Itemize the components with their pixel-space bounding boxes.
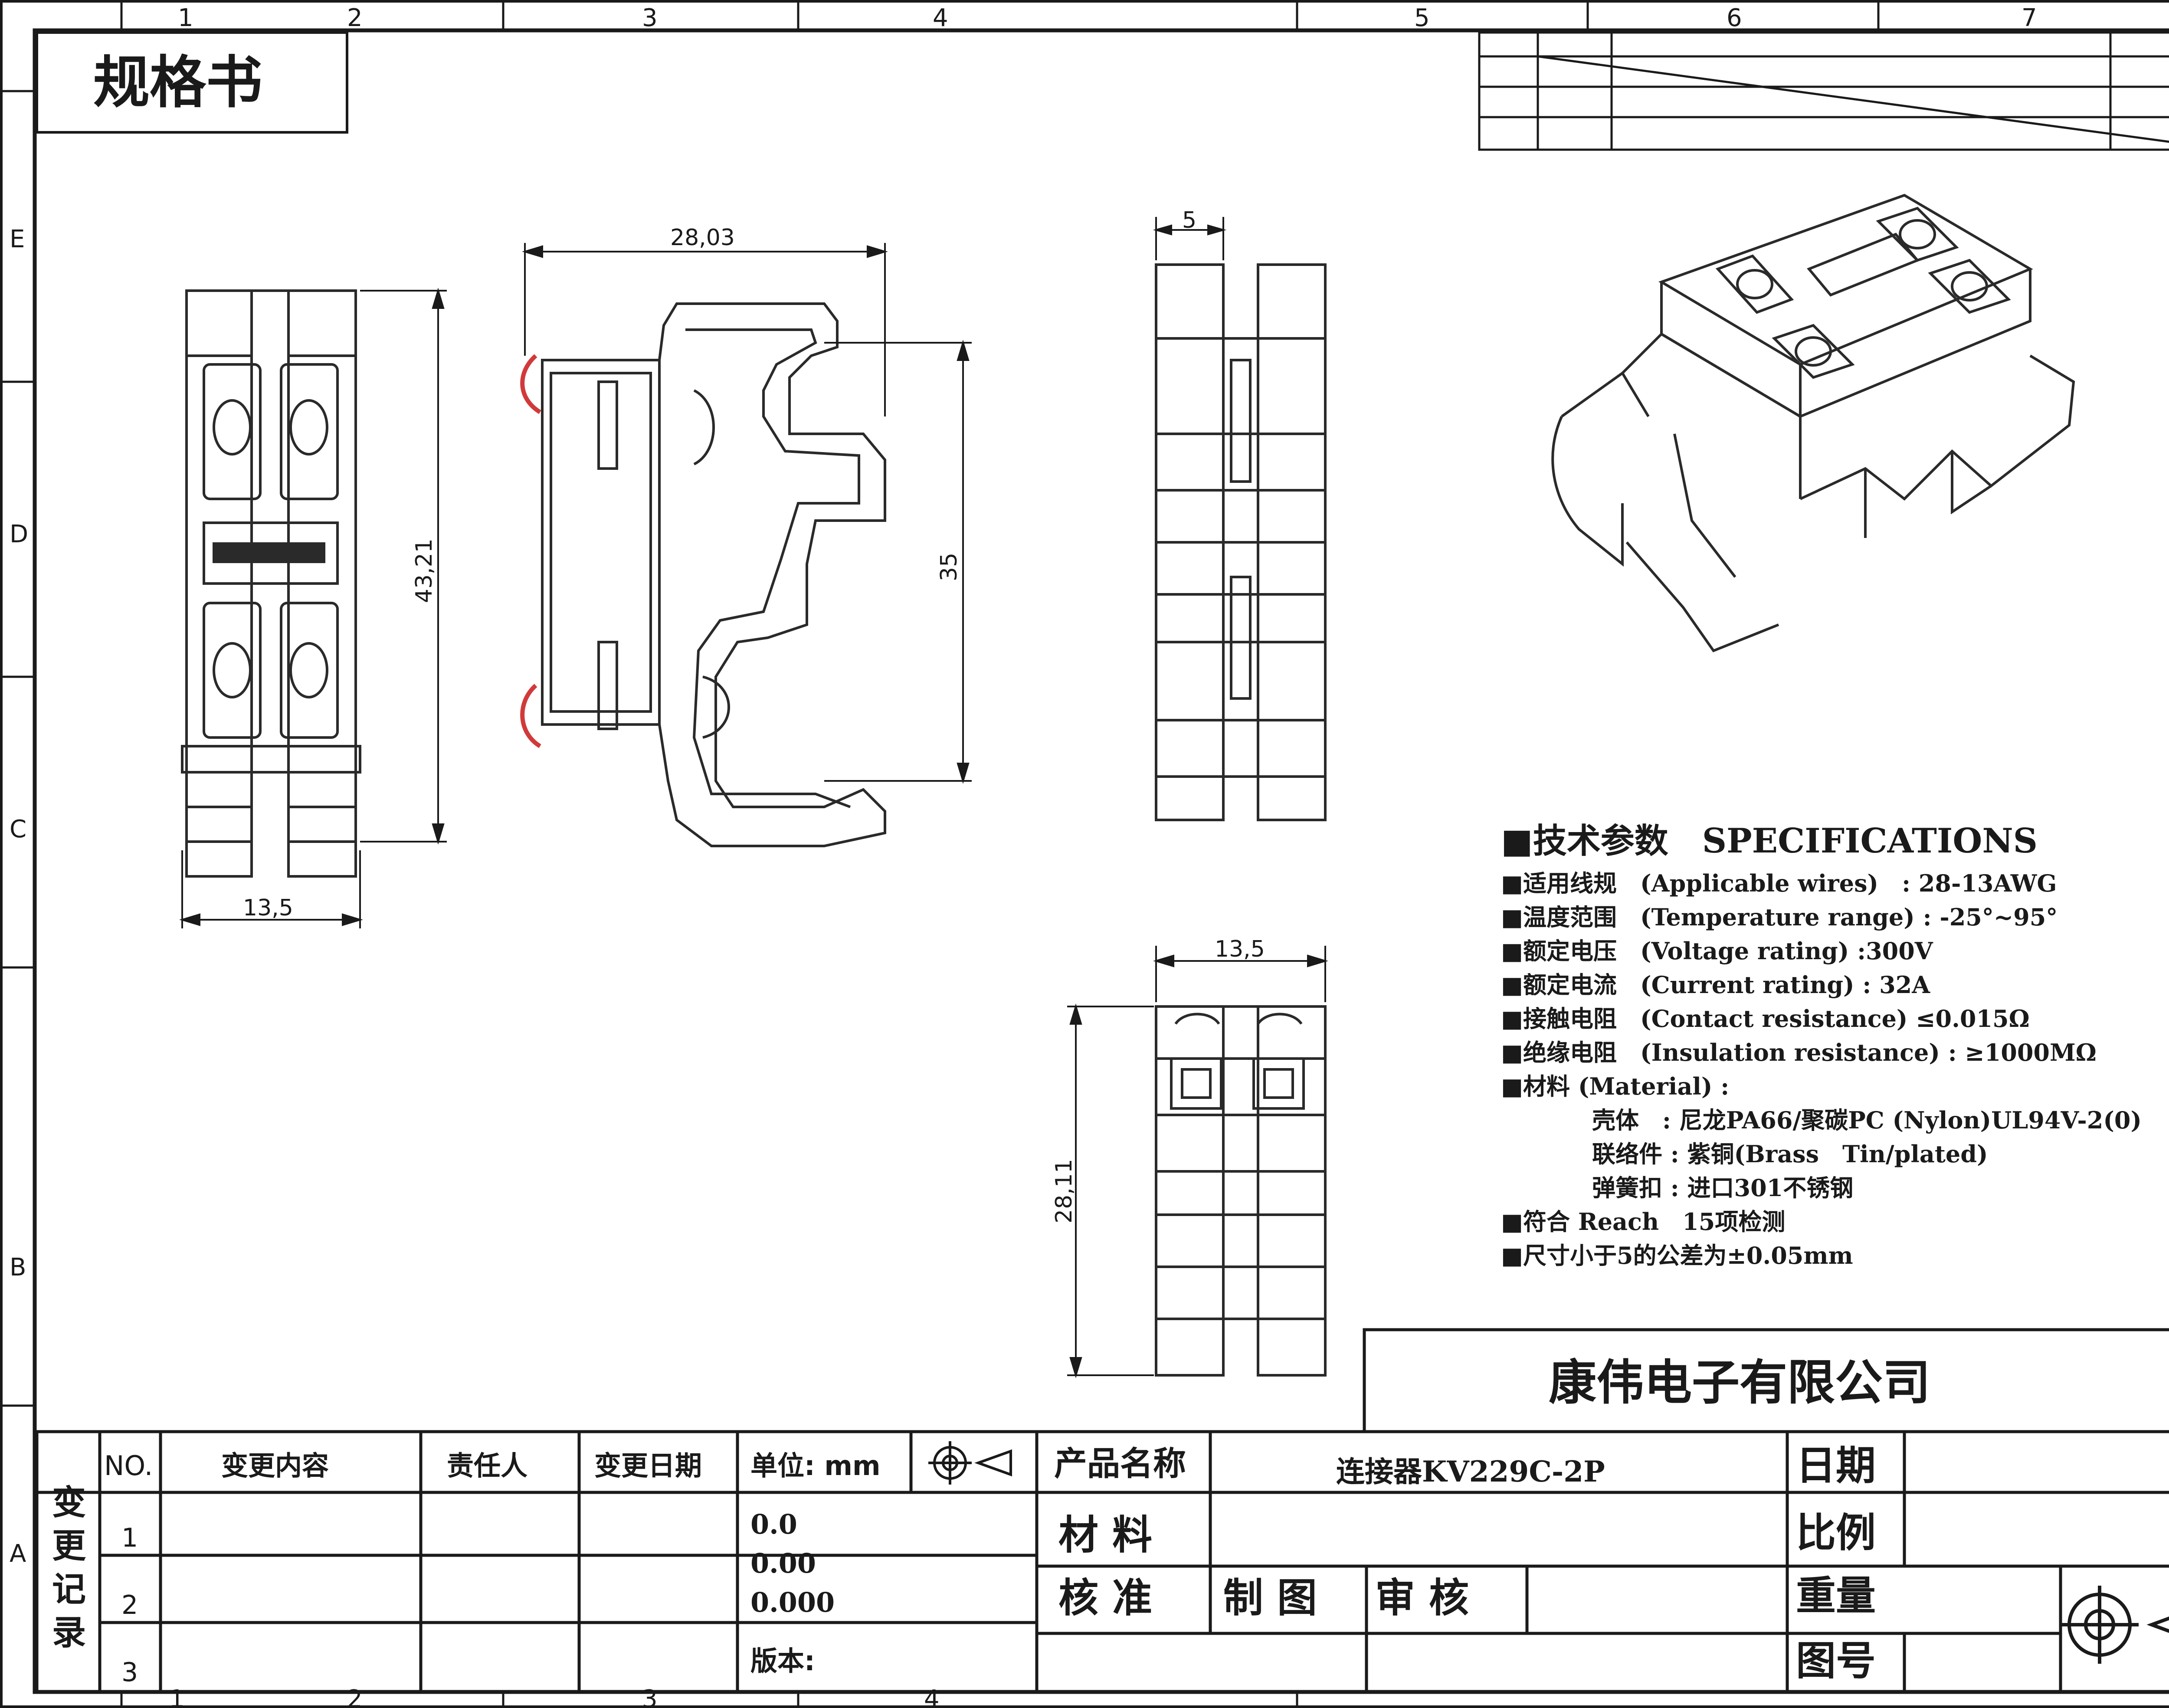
- side-view: [520, 302, 886, 847]
- side-dimensions: [522, 243, 972, 784]
- bottom-col-2: 2: [347, 1685, 363, 1708]
- front-dimensions: [179, 288, 447, 928]
- header-unit: 单位: mm: [750, 1450, 881, 1482]
- zone-labels: 1 2 3 4 5 6 7 1 2 3 4 E D C B A E D C B: [10, 4, 2037, 1708]
- isometric-view: [1551, 193, 2075, 652]
- spec-line-spring: 弹簧扣 : 进口301不锈钢: [1592, 1174, 1853, 1202]
- spec-line-contact: ■接触电阻 (Contact resistance) ≤0.015Ω: [1501, 1005, 2030, 1033]
- bottom-dimensions: [1067, 946, 1328, 1378]
- change-record-char-3: 记: [52, 1570, 86, 1609]
- bottom-width-dim: 13,5: [1215, 936, 1265, 962]
- bottom-col-1: 1: [169, 1685, 185, 1708]
- bottom-height-dim: 28,11: [1051, 1159, 1077, 1223]
- tolerance-2: 0.00: [750, 1547, 816, 1579]
- spec-line-temperature: ■温度范围 (Temperature range) : -25°~95°: [1501, 903, 2058, 931]
- projection-symbol-small-icon: [928, 1441, 1012, 1485]
- tolerance-3: 0.000: [750, 1587, 835, 1618]
- spec-heading: ■技术参数 SPECIFICATIONS: [1501, 821, 2038, 861]
- left-row-a: A: [10, 1540, 26, 1568]
- left-row-e: E: [10, 225, 25, 253]
- revision-grid: [1478, 31, 2169, 151]
- header-person: 责任人: [447, 1450, 528, 1482]
- spec-line-insulation: ■绝缘电阻 (Insulation resistance) : ≥1000MΩ: [1501, 1039, 2097, 1066]
- header-date: 变更日期: [594, 1450, 702, 1482]
- change-record-char-4: 录: [52, 1613, 86, 1652]
- left-row-c: C: [10, 815, 26, 843]
- spec-line-material: ■材料 (Material) :: [1501, 1072, 1729, 1100]
- specifications-block: ■技术参数 SPECIFICATIONS ■适用线规 (Applicable w…: [1501, 821, 2142, 1269]
- spec-line-wires: ■适用线规 (Applicable wires) : 28-13AWG: [1501, 869, 2057, 897]
- edge-width-dim: 5: [1182, 207, 1196, 233]
- header-version: 版本:: [750, 1645, 815, 1677]
- top-col-4: 4: [933, 4, 948, 32]
- header-review: 审 核: [1375, 1575, 1469, 1621]
- header-product-name: 产品名称: [1054, 1444, 1186, 1483]
- top-col-1: 1: [178, 4, 193, 32]
- header-material: 材 料: [1058, 1512, 1152, 1558]
- change-record-char-2: 更: [52, 1527, 86, 1566]
- left-row-d: D: [10, 520, 28, 548]
- projection-symbol-large-icon: [2061, 1586, 2169, 1664]
- spec-line-reach: ■符合 Reach 15项检测: [1501, 1208, 1785, 1236]
- side-width-dim: 28,03: [670, 225, 735, 251]
- bottom-view: [1155, 1005, 1327, 1377]
- product-value: 连接器KV229C-2P: [1336, 1455, 1605, 1488]
- spec-line-voltage: ■额定电压 (Voltage rating) :300V: [1501, 937, 1933, 965]
- sheet-title-box: 规格书: [36, 31, 348, 134]
- rail-height-dim: 35: [936, 553, 962, 581]
- top-col-7: 7: [2022, 4, 2037, 32]
- sheet-title: 规格书: [93, 49, 262, 115]
- header-scale: 比例: [1796, 1510, 1876, 1556]
- edge-dimensions: [1153, 217, 1227, 260]
- row-no-3: 3: [121, 1657, 138, 1688]
- header-date-label: 日期: [1796, 1442, 1876, 1489]
- row-no-1: 1: [121, 1523, 138, 1553]
- tolerance-1: 0.0: [750, 1508, 797, 1540]
- top-col-5: 5: [1414, 4, 1430, 32]
- header-no: NO.: [104, 1450, 153, 1482]
- front-height-dim: 43,21: [411, 538, 437, 603]
- left-row-b: B: [10, 1253, 26, 1282]
- company-name: 康伟电子有限公司: [1549, 1355, 1930, 1410]
- top-col-2: 2: [347, 4, 363, 32]
- header-approve: 核 准: [1058, 1575, 1152, 1621]
- header-weight: 重量: [1796, 1573, 1876, 1619]
- top-col-6: 6: [1727, 4, 1742, 32]
- header-content: 变更内容: [221, 1450, 329, 1482]
- edge-view: [1155, 263, 1327, 821]
- spec-line-tolerance: ■尺寸小于5的公差为±0.05mm: [1501, 1242, 1853, 1269]
- title-block-grid: [35, 1328, 2169, 1694]
- isometric-holes: [1736, 219, 1988, 367]
- spec-line-housing: 壳体 : 尼龙PA66/聚碳PC (Nylon)UL94V-2(0): [1592, 1106, 2142, 1134]
- bottom-col-3: 3: [642, 1685, 658, 1708]
- front-width-dim: 13,5: [243, 895, 293, 921]
- change-record-char-1: 变: [52, 1483, 86, 1522]
- spec-line-current: ■额定电流 (Current rating) : 32A: [1501, 971, 1930, 999]
- header-draw: 制 图: [1223, 1575, 1317, 1621]
- header-drawing-no: 图号: [1796, 1638, 1876, 1684]
- change-record-label: 变 更 记 录: [52, 1483, 86, 1652]
- front-view: [181, 289, 361, 878]
- top-col-3: 3: [642, 4, 658, 32]
- spec-line-contact-part: 联络件 : 紫铜(Brass Tin/plated): [1592, 1140, 1988, 1168]
- bottom-col-4: 4: [924, 1685, 940, 1708]
- row-no-2: 2: [121, 1590, 138, 1620]
